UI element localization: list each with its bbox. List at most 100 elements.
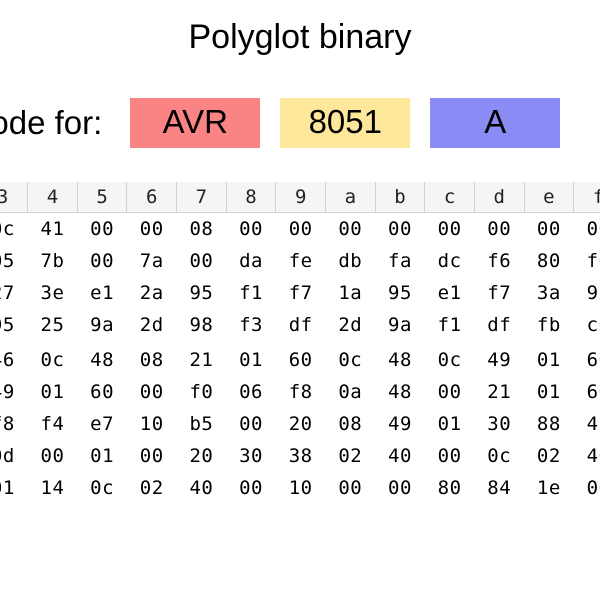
hex-byte-cell: 25 [27,309,78,344]
hex-byte-cell: 00 [424,376,475,408]
hex-byte-cell: 0c [27,341,78,376]
hex-byte-cell: 49 [474,341,525,376]
hex-byte-cell: 00 [524,212,574,245]
hex-column-header: 3 [0,182,29,213]
hex-byte-cell: 95 [176,277,227,309]
hex-row: 0c410000080000000000000000 [0,212,600,245]
hex-row: 057b007a00dafedbfadcf680f6 [0,245,600,277]
hex-byte-cell: 3e [27,277,78,309]
hex-row: 95259a2d98f3df2d9af1dffbc0 [0,309,600,344]
hex-byte-cell: 60 [77,376,127,408]
hex-byte-cell: e7 [77,408,127,440]
hex-byte-cell: 88 [524,408,574,440]
hex-byte-cell: fb [524,309,574,344]
hex-byte-cell: 05 [0,245,28,277]
hex-byte-cell: 7b [27,245,78,277]
hex-byte-cell: 40 [375,440,425,472]
hex-byte-cell: f3 [226,309,276,344]
hex-byte-cell: 00 [375,472,425,504]
hex-byte-cell: 00 [573,472,600,504]
hex-byte-cell: 08 [176,212,227,245]
hex-byte-cell: 7a [126,245,177,277]
hex-byte-cell: 60 [275,341,326,376]
hex-byte-cell: 01 [424,408,475,440]
hex-column-header: f [573,182,600,213]
hex-byte-cell: df [275,309,326,344]
legend-chip-8051: 8051 [280,97,411,149]
hex-byte-cell: da [226,245,276,277]
hex-byte-cell: 01 [0,472,28,504]
hex-byte-cell: 38 [275,440,326,472]
hex-byte-cell: 00 [375,212,425,245]
hex-byte-cell: 40 [573,440,600,472]
hex-byte-cell: 0c [474,440,525,472]
hex-row: 460c48082101600c480c490160 [0,341,600,376]
hex-row: 01140c02400010000080841e00 [0,472,600,504]
hex-byte-cell: 40 [176,472,227,504]
hex-byte-cell: 01 [27,376,78,408]
hex-byte-cell: 08 [325,408,376,440]
hex-byte-cell: f0 [176,376,227,408]
hex-byte-cell: 49 [375,408,425,440]
hex-byte-cell: 2d [126,309,177,344]
hex-byte-cell: 20 [275,408,326,440]
hex-byte-cell: 00 [226,472,276,504]
hex-byte-cell: e1 [77,277,127,309]
hex-byte-cell: 60 [573,376,600,408]
hex-byte-cell: 02 [325,440,376,472]
hex-byte-cell: 10 [126,408,177,440]
hex-byte-cell: 21 [176,341,227,376]
hex-byte-cell: 95 [573,277,600,309]
hex-byte-cell: f4 [27,408,78,440]
hex-byte-cell: 21 [474,376,525,408]
hex-byte-cell: 2a [126,277,177,309]
hex-byte-cell: 46 [0,341,28,376]
hex-column-header: a [325,182,376,213]
legend-label: nd code for: [0,104,103,141]
hex-byte-cell: 01 [226,341,276,376]
hex-byte-cell: 14 [27,472,78,504]
hex-column-header: 8 [226,182,277,213]
hex-byte-cell: 9a [77,309,127,344]
hex-byte-cell: 00 [27,440,78,472]
hex-byte-cell: 00 [77,245,127,277]
hex-byte-cell: 30 [474,408,525,440]
hex-byte-cell: f8 [275,376,326,408]
hex-column-header: e [524,182,575,213]
hex-byte-cell: 80 [524,245,574,277]
hex-byte-cell: f1 [226,277,276,309]
hex-byte-cell: 1e [524,472,574,504]
hex-byte-cell: b5 [176,408,227,440]
hex-byte-cell: 80 [424,472,475,504]
hex-byte-cell: 95 [375,277,425,309]
hex-byte-cell: 01 [524,341,574,376]
hex-byte-cell: 42 [573,408,600,440]
hex-byte-cell: 0c [325,341,376,376]
hex-byte-cell: c0 [573,309,600,344]
hex-column-header: 9 [275,182,326,213]
hex-byte-cell: f1 [424,309,475,344]
hex-byte-cell: 48 [77,341,127,376]
hex-byte-cell: 0c [424,341,475,376]
hex-column-header: d [474,182,525,213]
hex-byte-cell: 00 [126,376,177,408]
hex-byte-cell: 00 [275,212,326,245]
hex-byte-cell: 01 [77,440,127,472]
hex-byte-cell: f7 [474,277,525,309]
hex-row: f8f4e710b50020084901308842 [0,408,600,440]
hex-byte-cell: 01 [524,376,574,408]
hex-byte-cell: 27 [0,277,28,309]
hex-byte-cell: 20 [176,440,227,472]
hex-byte-cell: e1 [424,277,475,309]
hex-byte-cell: 00 [325,212,376,245]
hex-byte-cell: 00 [424,212,475,245]
hex-column-header: 6 [126,182,178,213]
hex-byte-cell: 3a [524,277,574,309]
hex-byte-cell: f7 [275,277,326,309]
hex-byte-cell: 48 [375,341,425,376]
hex-byte-cell: 30 [226,440,276,472]
hex-byte-cell: 84 [474,472,525,504]
hex-column-header: b [375,182,426,213]
